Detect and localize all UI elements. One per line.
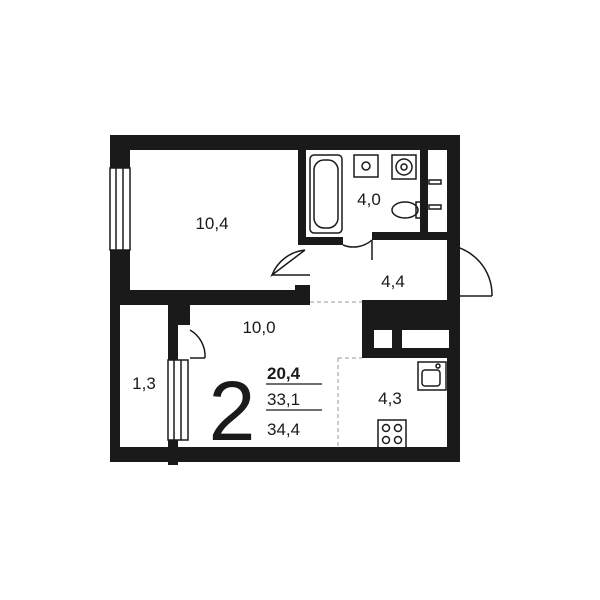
room-area-bathroom: 4,0 [357, 190, 381, 209]
living-area-total: 20,4 [267, 364, 301, 383]
room-area-kitchen: 4,3 [378, 389, 402, 408]
room-area-hall: 4,4 [381, 272, 405, 291]
total-area: 33,1 [267, 390, 300, 409]
radiator-icon [428, 179, 442, 210]
room-area-room: 10,0 [242, 318, 275, 337]
room-area-living: 10,4 [195, 214, 228, 233]
bathtub [309, 154, 343, 234]
balcony-door [167, 359, 189, 441]
door-swings [189, 239, 493, 359]
total-area-with-balcony: 34,4 [267, 420, 300, 439]
walls [110, 135, 460, 465]
washing-machine-icon [391, 154, 417, 180]
toilet-icon [391, 201, 423, 219]
sink-icon [353, 154, 379, 178]
living-window [109, 167, 131, 251]
room-count: 2 [209, 364, 256, 458]
kitchen-sink-icon [417, 361, 447, 391]
room-area-balcony: 1,3 [132, 374, 156, 393]
stove-icon [377, 419, 407, 449]
zone-dividers [310, 301, 362, 447]
